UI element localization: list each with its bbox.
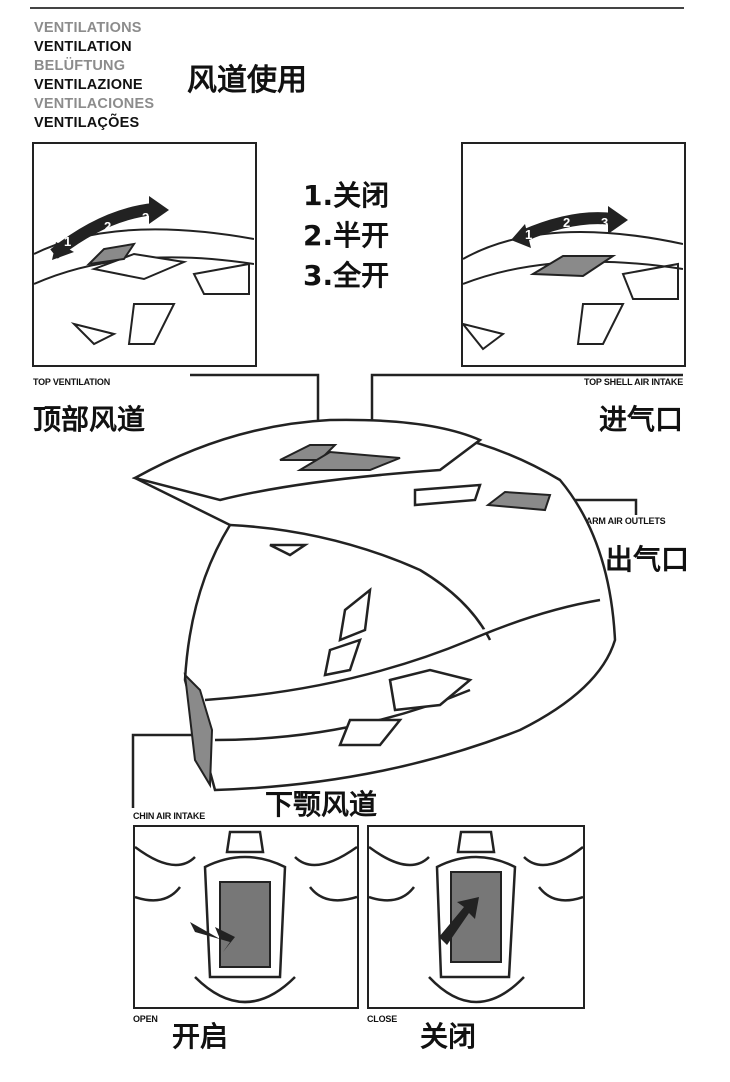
warm-air-outlet: [485, 490, 552, 512]
arrow-number-3: 3: [601, 215, 609, 230]
label-open: OPEN: [133, 1014, 158, 1024]
top-rule: [30, 7, 684, 9]
label-close-zh: 关闭: [420, 1020, 477, 1053]
label-warm-air-outlets: WARM AIR OUTLETS: [578, 516, 666, 526]
helmet-shell: [131, 418, 617, 792]
helmet-illustration: [131, 373, 683, 808]
vent-steps: 1.关闭 2.半开 3.全开: [303, 176, 389, 296]
language-titles: VENTILATIONS VENTILATION BELÜFTUNG VENTI…: [34, 19, 154, 133]
step-closed: 1.关闭: [303, 179, 390, 212]
label-close: CLOSE: [367, 1014, 398, 1024]
label-chin-air-intake: CHIN AIR INTAKE: [133, 811, 205, 821]
top-shell-intake-detail: 1 2 3: [461, 142, 686, 367]
chin-intake: [183, 672, 214, 789]
chin-close-illustration: [369, 830, 583, 1004]
label-chin-air-intake-zh: 下颚风道: [265, 788, 378, 821]
step-half-open: 2.半开: [303, 219, 390, 252]
label-top-shell-air-intake-zh: 进气口: [598, 403, 683, 436]
title-zh: 风道使用: [187, 63, 307, 98]
chin-vent-open-detail: [133, 825, 359, 1009]
label-top-ventilation: TOP VENTILATION: [33, 377, 111, 387]
arrow-number-3: 3: [142, 210, 150, 225]
top-ventilation-detail: 1 2 3: [32, 142, 257, 367]
arrow-number-1: 1: [525, 227, 533, 242]
label-top-ventilation-zh: 顶部风道: [33, 403, 146, 436]
title-pt: VENTILAÇÕES: [34, 115, 140, 131]
chin-vent-close-detail: [367, 825, 585, 1009]
title-es: VENTILACIONES: [34, 96, 155, 112]
chin-open-illustration: [135, 830, 357, 1004]
arrow-number-2: 2: [104, 219, 112, 234]
arrow-number-2: 2: [563, 215, 571, 230]
arrow-number-1: 1: [64, 234, 72, 249]
top-vent-illustration: [34, 196, 254, 346]
step-full-open: 3.全开: [303, 259, 390, 292]
label-top-shell-air-intake: TOP SHELL AIR INTAKE: [583, 377, 683, 387]
label-warm-air-outlets-zh: 出气口: [605, 543, 690, 576]
title-de: BELÜFTUNG: [34, 58, 126, 74]
label-open-zh: 开启: [172, 1020, 229, 1053]
top-shell-intake: [296, 450, 401, 471]
intake-illustration: [463, 206, 683, 351]
title-it: VENTILAZIONE: [34, 77, 143, 93]
title-en: VENTILATION: [34, 39, 132, 55]
title-fr: VENTILATIONS: [34, 20, 142, 36]
